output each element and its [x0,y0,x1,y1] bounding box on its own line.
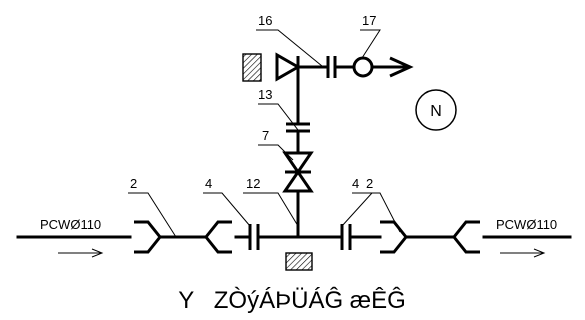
callout-12: 12 [246,176,260,191]
outlet-label: PCWØ110 [496,217,557,232]
valve [282,151,314,193]
flex-joint-left [134,220,232,254]
caption: Y ZÒýÁÞÜÁĜ æÊĜ [178,286,406,314]
leader-lines [128,29,401,238]
top-branch [275,52,414,82]
north-marker-label: N [430,103,442,120]
callout-4-left: 4 [205,176,212,191]
inlet-label: PCWØ110 [40,217,101,232]
callout-2-right: 2 [366,176,373,191]
callout-13: 13 [258,87,272,102]
flow-arrow-out [500,248,546,258]
flex-joint-right [380,220,480,254]
callout-4-right: 4 [352,176,359,191]
callout-labels: 16 17 13 7 2 4 12 4 2 [130,13,376,191]
riser-flange [286,122,310,133]
callout-7: 7 [262,128,269,143]
callout-17: 17 [362,13,376,28]
flow-arrow-in [58,248,104,258]
pipe-labels: PCWØ110 PCWØ110 [40,217,557,232]
support-top [242,53,262,82]
callout-16: 16 [258,13,272,28]
flange-left [248,224,260,250]
flange-right [340,224,352,250]
north-marker [415,89,457,131]
callout-2-left: 2 [130,176,137,191]
support-bottom [285,252,313,271]
